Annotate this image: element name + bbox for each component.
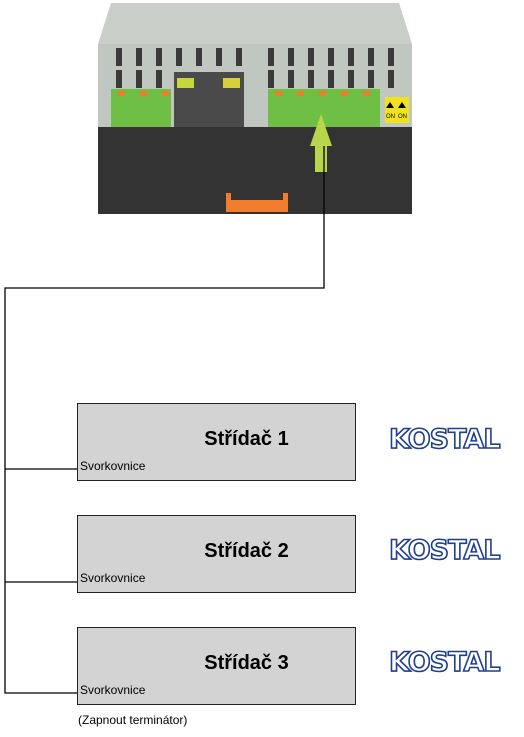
inverter-title-3: Střídač 3 <box>204 652 289 674</box>
pin-slot <box>156 48 162 66</box>
pin-slot <box>388 48 394 66</box>
pin-slot <box>216 48 222 66</box>
inverter-box-1: Střídač 1 Svorkovnice <box>77 403 356 481</box>
pin-slot <box>348 48 354 66</box>
pin-slot <box>368 48 374 66</box>
terminal-marker <box>319 91 326 96</box>
pin-slot <box>288 70 294 88</box>
terminal-marker <box>341 91 348 96</box>
terminal-marker <box>140 91 147 96</box>
dip-switch-arrow-right <box>398 102 406 108</box>
pin-slot <box>116 70 122 88</box>
inverter-box-2: Střídač 2 Svorkovnice <box>77 515 356 593</box>
pin-slot <box>308 70 314 88</box>
pin-slots <box>116 48 394 88</box>
pin-slot <box>156 70 162 88</box>
terminator-note: (Zapnout terminátor) <box>78 713 188 727</box>
pin-slot <box>236 48 242 66</box>
terminal-marker <box>363 91 370 96</box>
terminal-label-2: Svorkovnice <box>80 571 146 585</box>
terminal-marker <box>118 91 125 96</box>
terminal-markers <box>118 91 370 96</box>
pin-slot <box>136 48 142 66</box>
pin-slot <box>328 70 334 88</box>
pin-slot <box>368 70 374 88</box>
pin-slot <box>268 70 274 88</box>
socket-light-left <box>177 78 194 88</box>
dip-switch-label-left: ON <box>386 114 395 120</box>
terminal-marker <box>275 91 282 96</box>
terminal-marker <box>297 91 304 96</box>
pin-slot <box>348 70 354 88</box>
pin-slot <box>196 48 202 66</box>
inverter-title-1: Střídač 1 <box>204 428 289 450</box>
kostal-logo-2: KOSTAL <box>388 535 501 567</box>
pin-slot <box>308 48 314 66</box>
orange-connector <box>226 193 288 212</box>
device-top-cap <box>98 3 412 44</box>
terminal-marker <box>162 91 169 96</box>
pin-slot <box>268 48 274 66</box>
pin-slot <box>176 48 182 66</box>
pin-slot <box>116 48 122 66</box>
dip-switch <box>385 97 409 123</box>
datalogger-device: ON ON <box>98 3 412 214</box>
inverter-box-3: Střídač 3 Svorkovnice <box>77 627 356 705</box>
inverter-title-2: Střídač 2 <box>204 540 289 562</box>
terminal-label-3: Svorkovnice <box>80 683 146 697</box>
device-base <box>98 127 412 214</box>
dip-switch-arrow-left <box>386 102 394 108</box>
pin-slot <box>388 70 394 88</box>
dip-switch-label-right: ON <box>398 114 407 120</box>
pin-slot <box>328 48 334 66</box>
arrow-shaft <box>315 145 327 172</box>
terminal-label-1: Svorkovnice <box>80 459 146 473</box>
pin-slot <box>136 70 142 88</box>
bus-cable <box>4 146 325 694</box>
kostal-logo-1: KOSTAL <box>388 424 501 456</box>
kostal-logo-3: KOSTAL <box>388 647 501 679</box>
arrow-head <box>310 114 332 146</box>
socket-light-right <box>223 78 240 88</box>
pin-slot <box>288 48 294 66</box>
